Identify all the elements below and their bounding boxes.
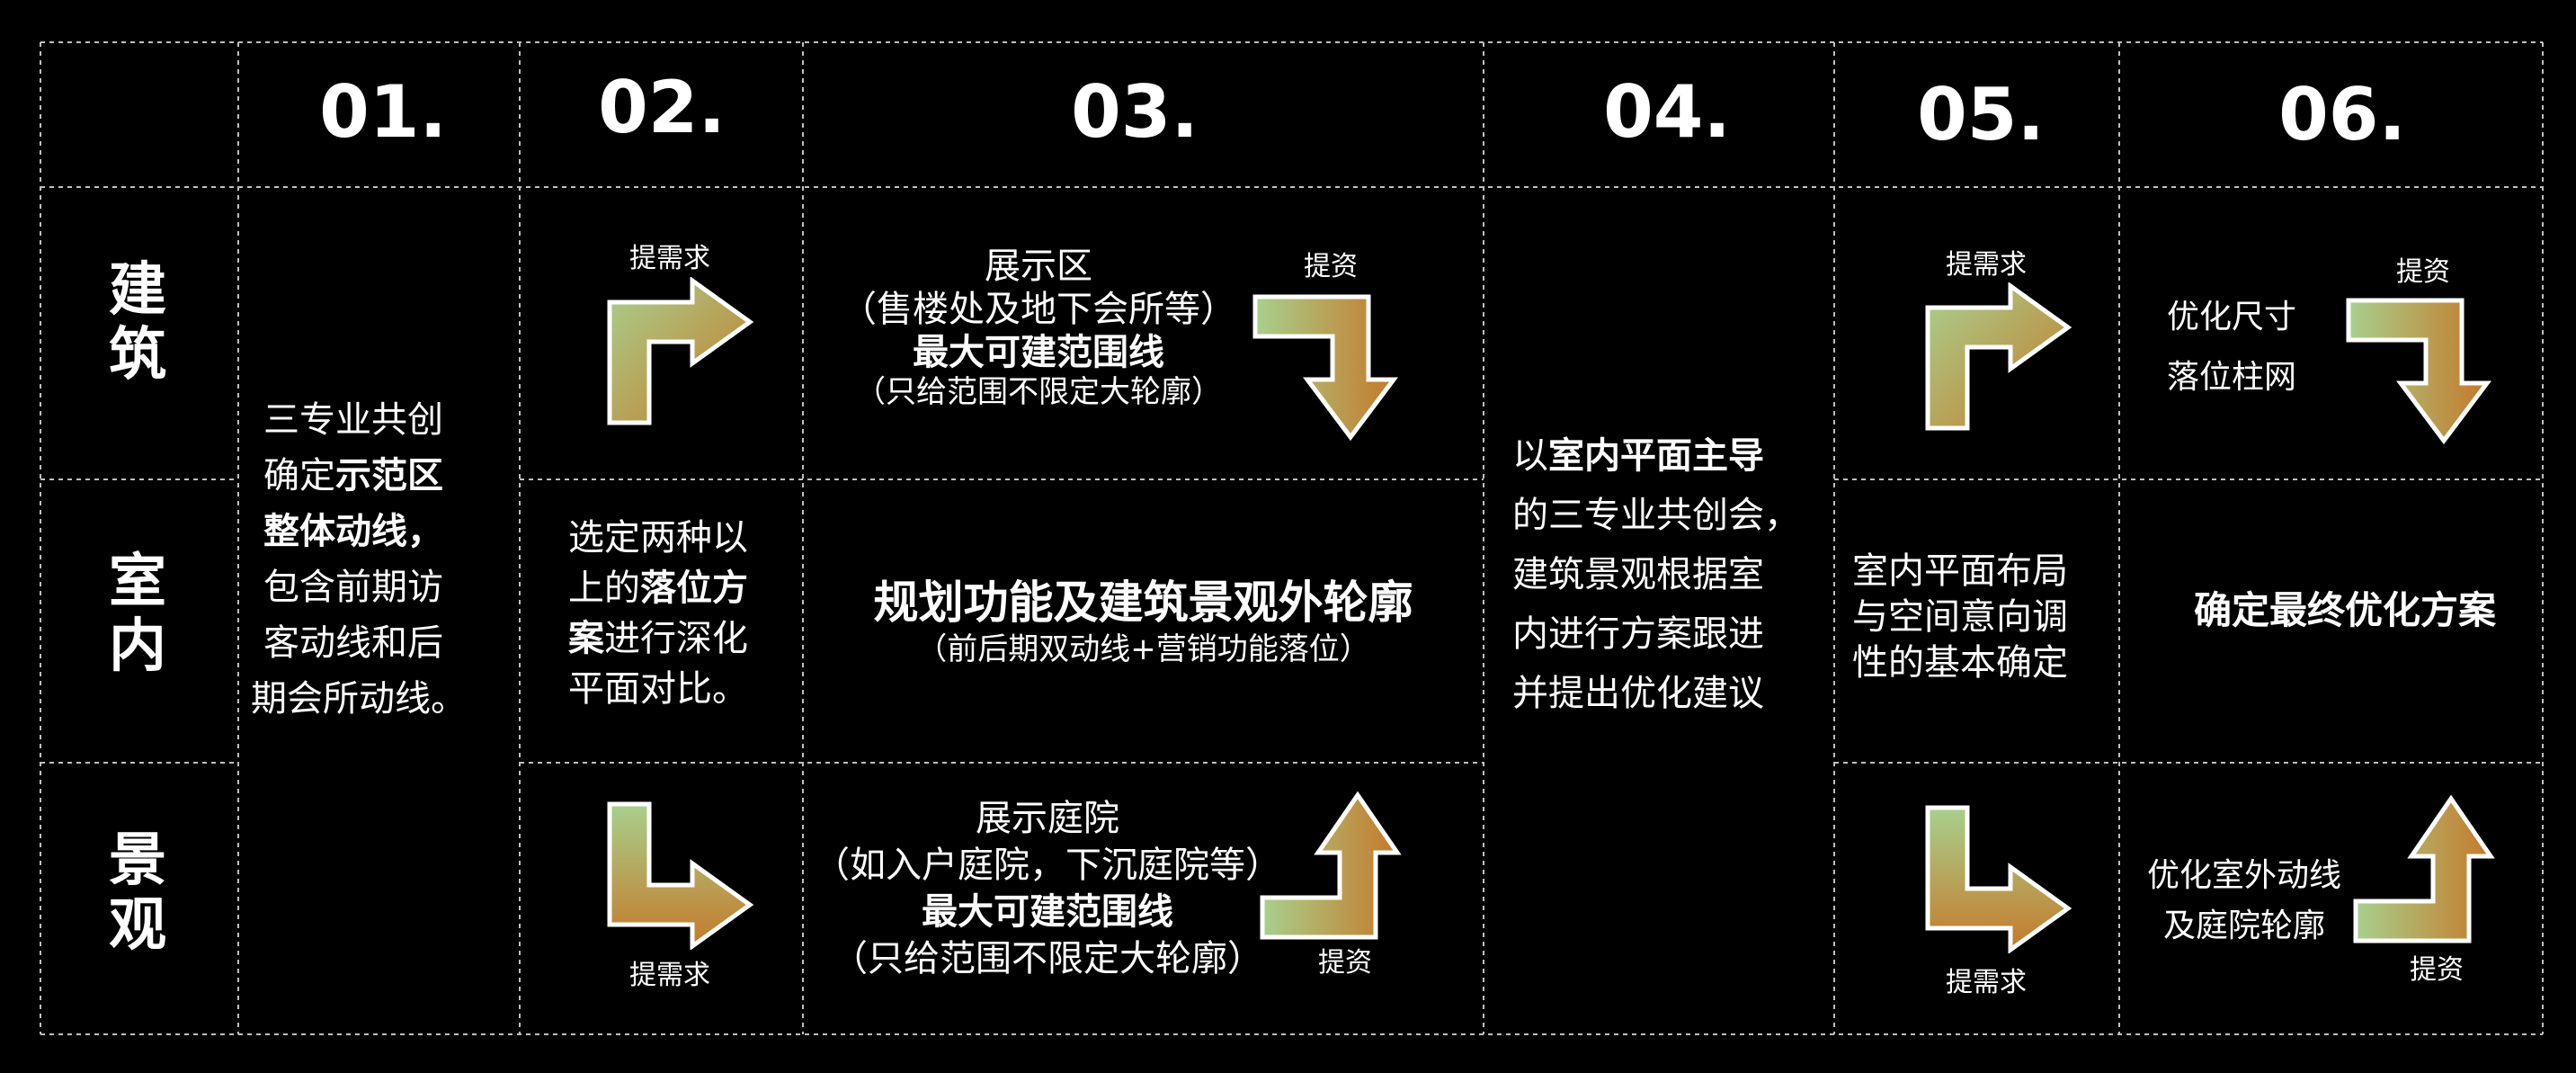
col06-mid-text: 确定最终优化方案 <box>2194 588 2497 632</box>
col03-mid-text: 规划功能及建筑景观外轮廓 （前后期双动线+营销功能落位） <box>873 577 1413 667</box>
col06-bottom-label: 提资 <box>2410 954 2464 986</box>
header-06: 06. <box>2278 73 2406 156</box>
col03-top-label: 提资 <box>1304 251 1358 282</box>
col05-top-label: 提需求 <box>1946 249 2027 281</box>
col02-top-label: 提需求 <box>629 243 710 274</box>
col03-top-text: 展示区 （售楼处及地下会所等） 最大可建范围线 （只给范围不限定大轮廓） <box>841 246 1236 410</box>
col03-bottom-text: 展示庭院 （如入户庭院，下沉庭院等） 最大可建范围线 （只给范围不限定大轮廓） <box>814 798 1281 979</box>
arrow-down-right-icon <box>607 801 754 950</box>
arrow-up-right-icon <box>607 277 754 425</box>
col05-bottom-label: 提需求 <box>1946 967 2027 998</box>
col04-text: 以室内平面主导 的三专业共创会， 建筑景观根据室 内进行方案跟进 并提出优化建议 <box>1512 435 1800 714</box>
header-01: 01. <box>319 70 447 154</box>
header-05: 05. <box>1917 73 2045 156</box>
arrow-right-up-icon <box>1260 791 1402 940</box>
arrow-down-right-icon <box>1925 805 2072 953</box>
row-label-architecture: 建筑 <box>109 257 166 389</box>
row-label-landscape: 景观 <box>109 827 166 959</box>
header-03: 03. <box>1071 70 1199 154</box>
arrow-right-down-icon <box>2346 298 2491 445</box>
header-04: 04. <box>1603 70 1731 154</box>
col03-bottom-label: 提资 <box>1318 947 1372 979</box>
col05-mid-text: 室内平面布局 与空间意向调 性的基本确定 <box>1852 550 2068 684</box>
row-label-interior: 室内 <box>109 549 166 680</box>
arrow-right-down-icon <box>1252 294 1398 442</box>
arrow-right-up-icon <box>2353 794 2495 943</box>
col06-bottom-text: 优化室外动线 及庭院轮廓 <box>2146 857 2341 944</box>
col02-bottom-label: 提需求 <box>629 960 710 991</box>
header-02: 02. <box>598 66 726 149</box>
col06-top-text: 优化尺寸 落位柱网 <box>2167 299 2297 396</box>
col02-mid-text: 选定两种以 上的落位方 案进行深化 平面对比。 <box>568 517 748 710</box>
col01-text: 三专业共创 确定示范区 整体动线， 包含前期访 客动线和后 期会所动线。 <box>251 399 467 720</box>
col06-top-label: 提资 <box>2396 256 2450 288</box>
arrow-up-right-icon <box>1925 282 2072 431</box>
